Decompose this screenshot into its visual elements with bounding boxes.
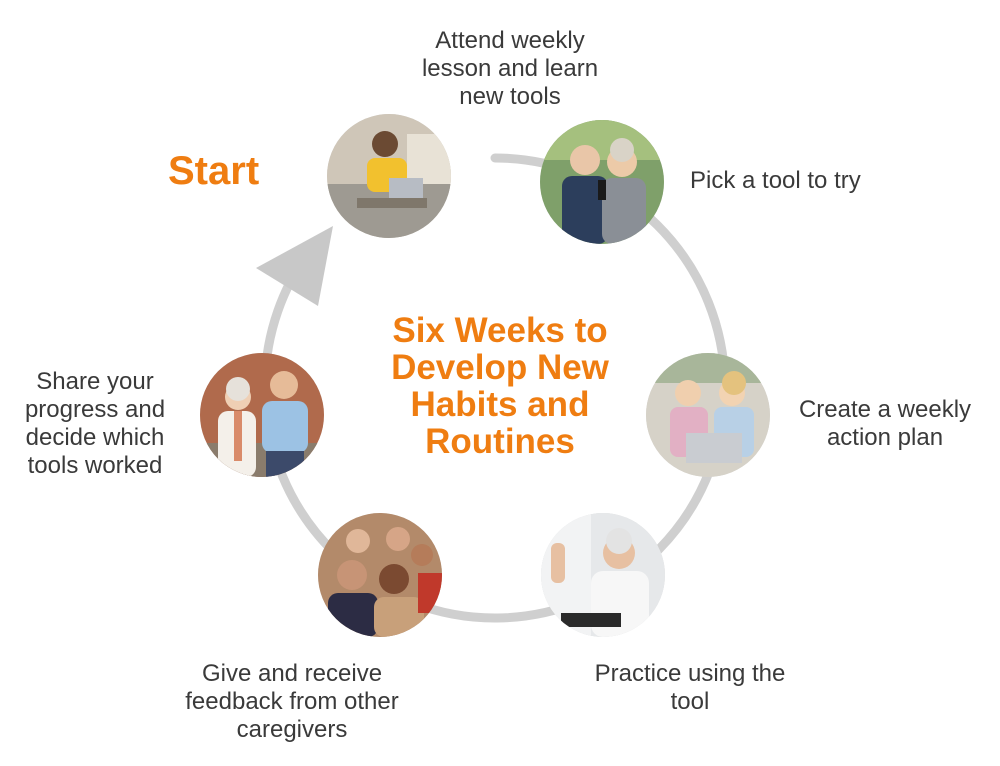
group-photo	[318, 513, 442, 637]
man-laptop-photo	[327, 114, 451, 238]
man-celebrating-photo	[541, 513, 665, 637]
cycle-arrowhead	[256, 226, 333, 306]
couple-headphones-photo	[540, 120, 664, 244]
start-label: Start	[168, 149, 260, 193]
center-title: Six Weeks to Develop New Habits and Rout…	[391, 311, 609, 461]
step-1-label: Attend weekly lesson and learn new tools	[421, 27, 599, 110]
step-5-label: Give and receive feedback from other car…	[185, 660, 399, 743]
step-6-label: Share your progress and decide which too…	[24, 368, 166, 479]
step-4-label: Practice using the tool	[594, 660, 786, 715]
step-2-label: Pick a tool to try	[690, 167, 861, 194]
step-3-label: Create a weekly action plan	[798, 396, 972, 451]
caregiver-walking-photo	[200, 353, 324, 477]
women-laptop-photo	[646, 353, 770, 477]
